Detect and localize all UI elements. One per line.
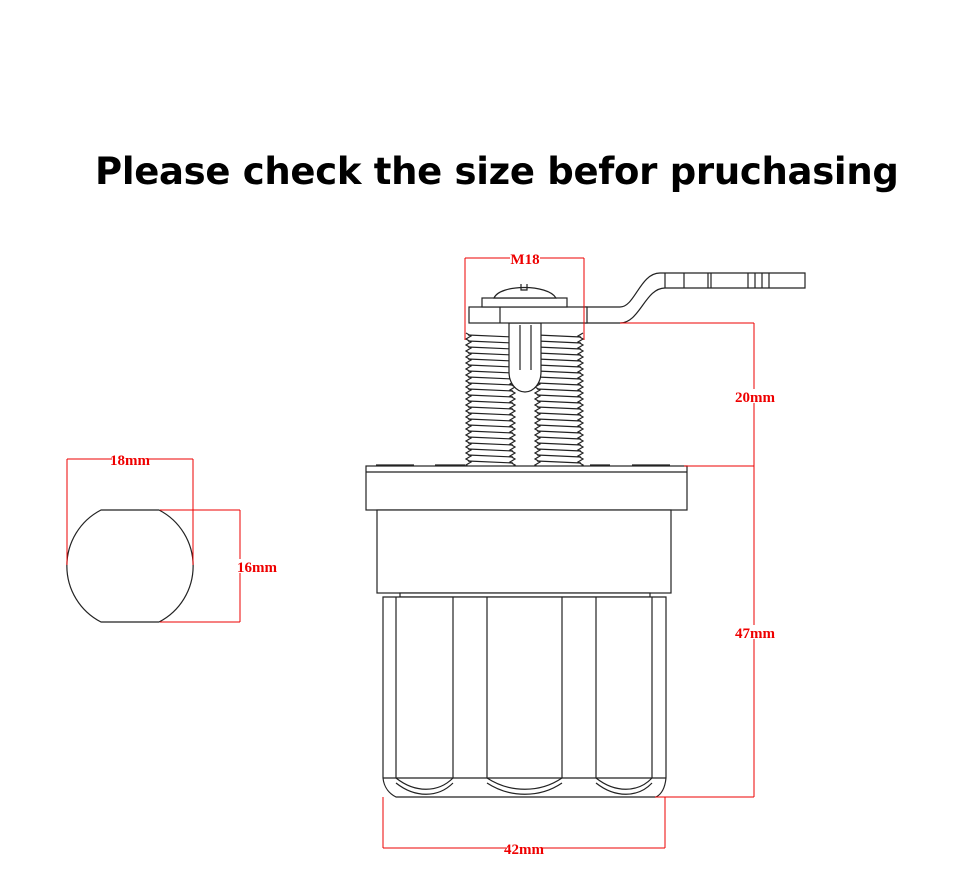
thread-line <box>467 340 514 344</box>
thread-line <box>536 412 582 416</box>
thread-line <box>536 346 582 350</box>
thread-line <box>536 364 582 368</box>
thread-line <box>536 376 582 380</box>
thread-line <box>536 400 582 404</box>
thread-line <box>536 388 582 392</box>
thread-line <box>467 460 514 464</box>
thread-line <box>536 460 582 464</box>
thread-line <box>467 454 514 458</box>
thread-line <box>536 418 582 422</box>
thread-line <box>536 352 582 356</box>
label-42mm: 42mm <box>504 842 544 858</box>
label-m18: M18 <box>510 252 539 268</box>
thread-line <box>536 370 582 374</box>
thread-line <box>467 442 514 446</box>
thread-line <box>536 430 582 434</box>
thread-line <box>467 436 514 440</box>
profile-view: 18mm 16mm <box>66 452 277 623</box>
thread-line <box>536 358 582 362</box>
thread-line <box>467 388 514 392</box>
thread-line <box>467 358 514 362</box>
thread-line <box>467 364 514 368</box>
thread-line <box>467 334 514 338</box>
thread-line <box>467 430 514 434</box>
thread-line <box>536 406 582 410</box>
thread-line <box>536 436 582 440</box>
thread-line <box>536 442 582 446</box>
thread-line <box>536 340 582 344</box>
page-title: Please check the size befor pruchasing <box>95 150 899 193</box>
thread-line <box>536 454 582 458</box>
label-20mm: 20mm <box>735 390 775 406</box>
thread-line <box>467 352 514 356</box>
thread-line <box>536 382 582 386</box>
label-18mm: 18mm <box>110 453 150 469</box>
thread-edge <box>576 332 585 469</box>
connector-front-view <box>365 272 806 798</box>
thread-line <box>467 424 514 428</box>
thread-line <box>467 370 514 374</box>
thread-line <box>467 346 514 350</box>
thread-line <box>467 400 514 404</box>
thread-line <box>467 448 514 452</box>
thread-line <box>536 424 582 428</box>
thread-line <box>467 376 514 380</box>
thread-line <box>536 448 582 452</box>
thread-line <box>536 334 582 338</box>
thread-line <box>467 412 514 416</box>
thread-line <box>467 406 514 410</box>
dimension-18mm <box>66 458 194 565</box>
dimension-16mm <box>160 509 241 623</box>
thread-line <box>467 418 514 422</box>
label-47mm: 47mm <box>735 626 775 642</box>
thread-line <box>467 394 514 398</box>
label-16mm: 16mm <box>237 560 277 576</box>
thread-line <box>467 382 514 386</box>
thread-line <box>536 394 582 398</box>
